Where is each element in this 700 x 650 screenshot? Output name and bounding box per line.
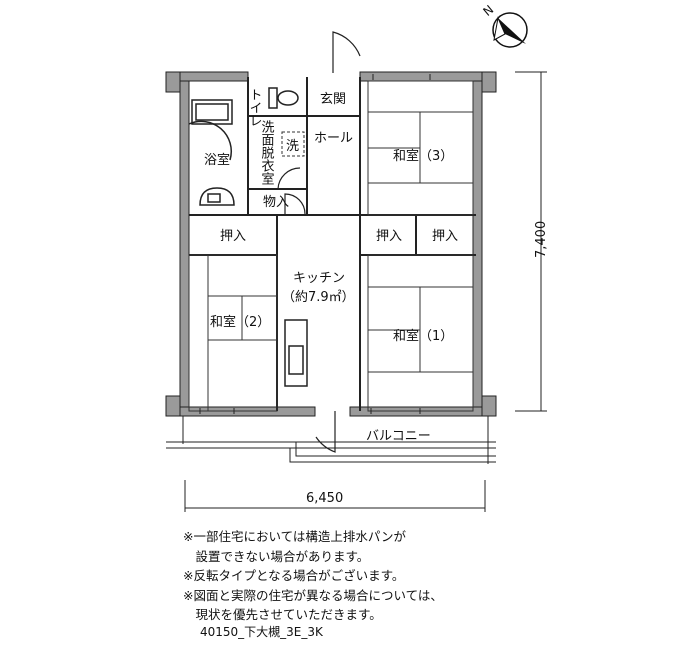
toilet-fixture [268,87,299,109]
width-dimension: 6,450 [306,491,343,506]
hall-label: ホール [314,131,353,146]
entrance-label: 玄関 [320,92,346,107]
compass: N [480,2,528,48]
kitchen-label-line1: キッチン [293,271,345,286]
washroom-label: 洗面脱衣室 [259,120,275,185]
note-line-1: ※一部住宅においては構造上排水パンが [183,529,406,544]
balcony-label: バルコニー [366,429,431,444]
kitchen-label-line2: （約7.9㎡） [282,290,355,305]
notes: ※一部住宅においては構造上排水パンが 設置できない場合があります。 ※反転タイプ… [183,527,443,625]
floor-plan: トイレ 玄関 洗面脱衣室 洗 ホール 浴室 物入 押入 キッチン （約7.9㎡）… [165,2,549,512]
note-line-5: 現状を優先させていただきます。 [183,607,382,622]
interior-walls [189,77,476,411]
note-line-4: ※図面と実際の住宅が異なる場合については、 [183,587,443,603]
kitchen-counter [284,319,308,387]
note-line-3: ※反転タイプとなる場合がございます。 [183,568,405,583]
bath-label: 浴室 [204,152,230,168]
washitsu1-label: 和室（1） [393,328,453,344]
depth-dimension: 7,400 [534,221,549,258]
plan-code: 40150_下大槻_3E_3K [200,625,323,639]
washitsu2-label: 和室（2） [210,314,270,330]
bath-fixtures [188,99,235,206]
closet-left-label: 押入 [220,229,246,244]
washer-box [281,131,305,157]
note-line-2: 設置できない場合があります。 [183,548,370,564]
closet-mid-label: 押入 [376,229,402,244]
doors [277,31,361,453]
balcony [166,416,496,464]
dimension-lines [184,71,547,512]
washitsu3-label: 和室（3） [393,148,453,164]
compass-north-label: N [480,2,496,18]
storage-label: 物入 [263,195,289,210]
toilet-label: トイレ [247,88,262,127]
closet-right-label: 押入 [432,229,458,244]
washer-label: 洗 [286,139,299,154]
sliding-marks [199,74,431,414]
